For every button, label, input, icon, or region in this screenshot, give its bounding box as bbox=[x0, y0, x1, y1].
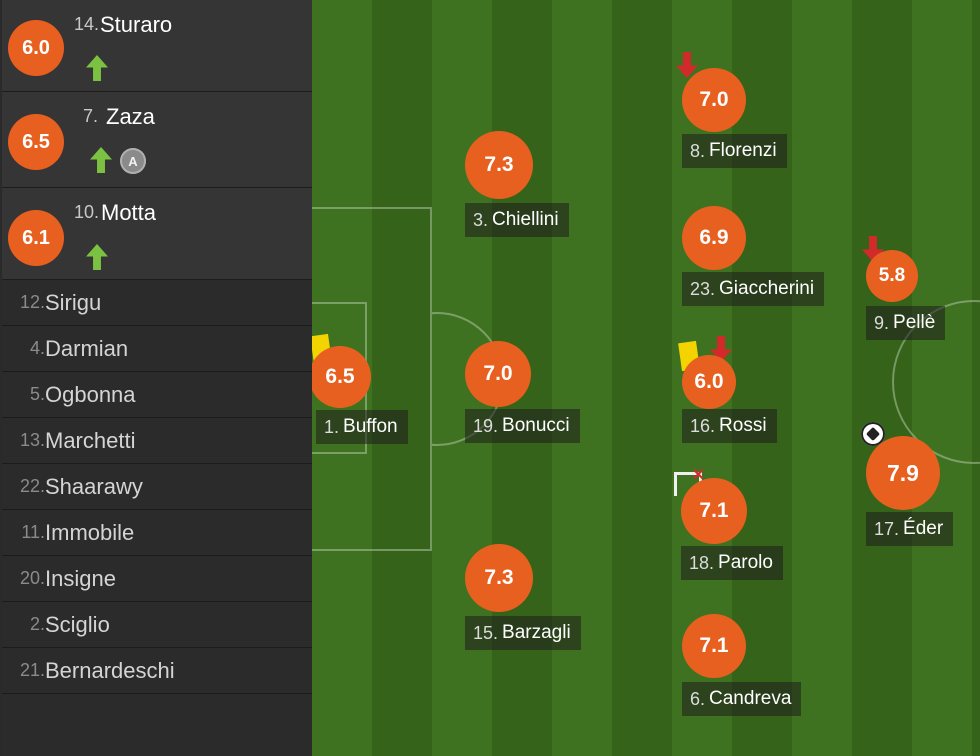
player-number: 22. bbox=[19, 476, 45, 496]
player-number: 14. bbox=[74, 14, 100, 34]
sub-player-zaza[interactable]: 6.5 7. Zaza A bbox=[2, 92, 312, 188]
sub-on-arrow-icon bbox=[86, 244, 108, 270]
player-name: Insigne bbox=[45, 565, 116, 591]
bench-player[interactable]: 20. Insigne bbox=[2, 556, 312, 602]
player-rating: 7.3 bbox=[465, 544, 533, 612]
sub-player-motta[interactable]: 6.1 10. Motta bbox=[2, 188, 312, 280]
player-rating: 6.9 bbox=[682, 206, 746, 270]
player-number: 17. bbox=[874, 518, 900, 539]
bench-player[interactable]: 2. Sciglio bbox=[2, 602, 312, 648]
player-name: Zaza bbox=[106, 104, 155, 129]
player-name: Chiellini bbox=[492, 209, 559, 230]
player-name: Sirigu bbox=[45, 289, 102, 315]
bench-player[interactable]: 22. Shaarawy bbox=[2, 464, 312, 510]
player-number: 19. bbox=[473, 415, 499, 436]
bench-player[interactable]: 5. Ogbonna bbox=[2, 372, 312, 418]
player-number: 23. bbox=[690, 278, 716, 299]
player-name-tag: 6. Candreva bbox=[682, 682, 802, 716]
player-rating: 7.9 bbox=[866, 436, 940, 510]
bench-player[interactable]: 4. Darmian bbox=[2, 326, 312, 372]
bench-player[interactable]: 12. Sirigu bbox=[2, 280, 312, 326]
player-number: 6. bbox=[690, 688, 706, 709]
player-name: Sciglio bbox=[45, 611, 110, 637]
player-name: Éder bbox=[903, 518, 944, 539]
player-name: Ogbonna bbox=[45, 381, 136, 407]
lineup-sidebar: 6.0 14. Sturaro 6.5 7. Zaza A 6.1 10. Mo… bbox=[2, 0, 312, 756]
player-name: Barzagli bbox=[502, 622, 571, 643]
player-number: 5. bbox=[29, 384, 45, 404]
bench-player[interactable]: 13. Marchetti bbox=[2, 418, 312, 464]
player-number: 3. bbox=[473, 209, 489, 230]
player-rating: 6.1 bbox=[8, 210, 64, 266]
player-name: Buffon bbox=[343, 416, 398, 437]
player-number: 13. bbox=[19, 430, 45, 450]
player-rating: 7.0 bbox=[465, 341, 531, 407]
player-name-tag: 19. Bonucci bbox=[465, 409, 580, 443]
player-number: 4. bbox=[29, 338, 45, 358]
player-number: 9. bbox=[874, 312, 890, 333]
player-number: 2. bbox=[29, 614, 45, 634]
player-rating: 7.1 bbox=[681, 478, 747, 544]
player-number: 11. bbox=[21, 522, 45, 542]
player-number: 12. bbox=[19, 292, 45, 312]
player-number: 1. bbox=[324, 416, 340, 437]
player-name-tag: 16. Rossi bbox=[682, 409, 777, 443]
player-name-tag: 1. Buffon bbox=[316, 410, 408, 444]
player-number: 21. bbox=[19, 660, 45, 680]
player-name: Parolo bbox=[718, 552, 773, 573]
player-rating: 7.1 bbox=[682, 614, 746, 678]
player-name-tag: 3. Chiellini bbox=[465, 203, 569, 237]
assist-a-icon: A bbox=[120, 148, 146, 174]
player-name-tag: 8. Florenzi bbox=[682, 134, 787, 168]
player-name: Marchetti bbox=[45, 427, 136, 453]
player-name: Shaarawy bbox=[45, 473, 143, 499]
sub-player-sturaro[interactable]: 6.0 14. Sturaro bbox=[2, 0, 312, 92]
player-name-tag: 15. Barzagli bbox=[465, 616, 581, 650]
player-name: Bonucci bbox=[502, 415, 570, 436]
player-name: Sturaro bbox=[100, 12, 173, 37]
player-name: Bernardeschi bbox=[45, 657, 175, 683]
player-name: Pellè bbox=[893, 312, 936, 333]
player-name: Immobile bbox=[45, 519, 135, 545]
player-name-tag: 9. Pellè bbox=[866, 306, 946, 340]
penalty-box-line bbox=[312, 207, 432, 551]
player-number: 16. bbox=[690, 415, 716, 436]
bench-player[interactable]: 11. Immobile bbox=[2, 510, 312, 556]
player-rating: 6.5 bbox=[312, 346, 371, 408]
player-rating: 6.0 bbox=[682, 355, 736, 409]
player-rating: 7.0 bbox=[682, 68, 746, 132]
player-name: Motta bbox=[101, 200, 157, 225]
player-name: Florenzi bbox=[709, 140, 777, 161]
bench-player[interactable]: 21. Bernardeschi bbox=[2, 648, 312, 694]
player-number: 15. bbox=[473, 622, 499, 643]
player-number: 20. bbox=[19, 568, 45, 588]
player-number: 7. bbox=[83, 106, 99, 126]
player-name: Candreva bbox=[709, 688, 792, 709]
player-number: 18. bbox=[689, 552, 715, 573]
player-name: Giaccherini bbox=[719, 278, 815, 299]
player-name: Darmian bbox=[45, 335, 129, 361]
sub-on-arrow-icon bbox=[90, 147, 112, 173]
pitch: 6.5 1. Buffon 7.3 3. Chiellini 7.0 19. B… bbox=[312, 0, 980, 756]
player-rating: 7.3 bbox=[465, 131, 533, 199]
player-name-tag: 17. Éder bbox=[866, 512, 954, 546]
player-name: Rossi bbox=[719, 415, 767, 436]
player-number: 10. bbox=[74, 202, 100, 222]
player-number: 8. bbox=[690, 140, 706, 161]
sub-on-arrow-icon bbox=[86, 55, 108, 81]
player-name-tag: 23. Giaccherini bbox=[682, 272, 825, 306]
player-rating: 6.5 bbox=[8, 114, 64, 170]
player-rating: 6.0 bbox=[8, 20, 64, 76]
player-name-tag: 18. Parolo bbox=[681, 546, 783, 580]
player-rating: 5.8 bbox=[866, 250, 918, 302]
